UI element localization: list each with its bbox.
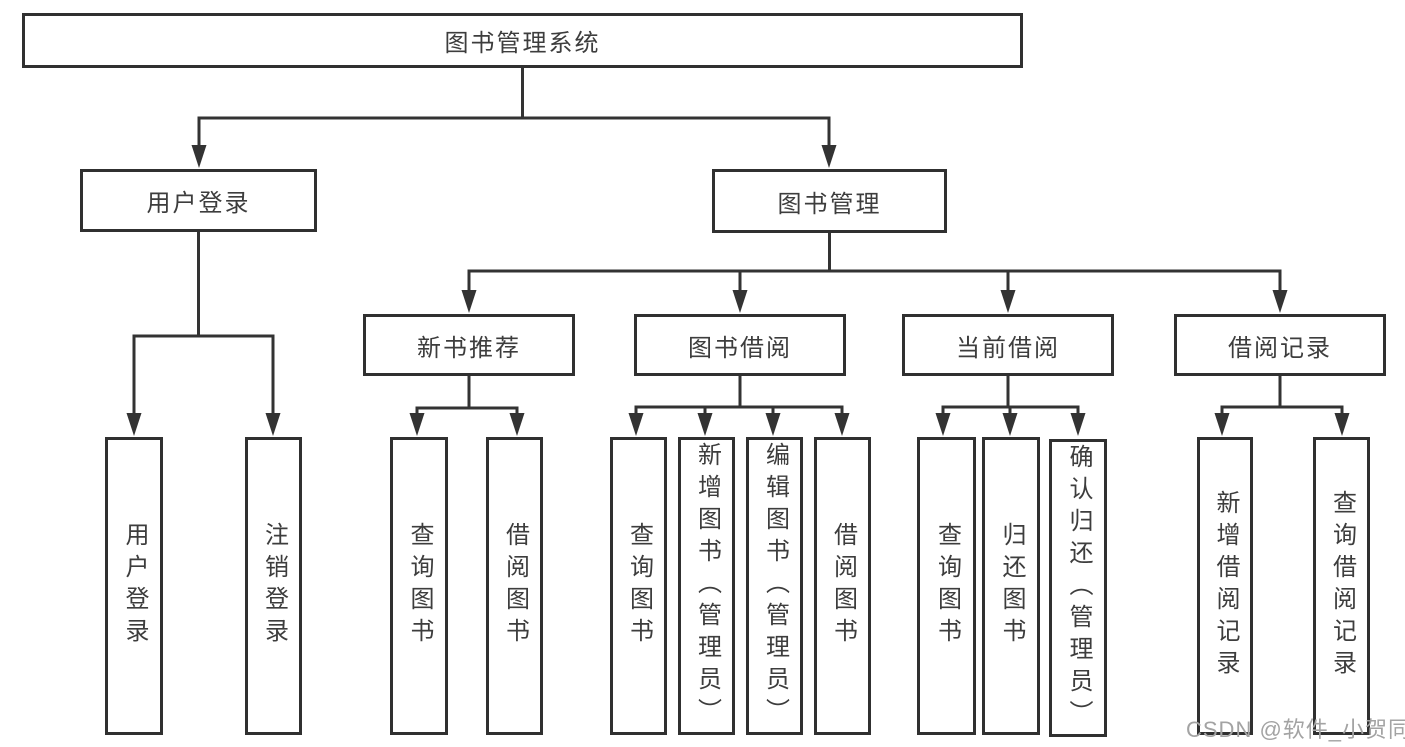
node-book-borrow: 图书借阅 bbox=[634, 314, 846, 376]
leaf-logout: 注销登录 bbox=[245, 437, 302, 735]
leaf-recommend-query-books: 查询图书 bbox=[390, 437, 448, 735]
leaf-records-query-record: 查询借阅记录 bbox=[1313, 437, 1370, 735]
leaf-borrow-edit-books-admin: 编辑图书（管理员） bbox=[746, 437, 803, 735]
leaf-borrow-query-books: 查询图书 bbox=[610, 437, 667, 735]
node-borrow-records: 借阅记录 bbox=[1174, 314, 1386, 376]
leaf-logout-label: 注销登录 bbox=[260, 522, 288, 650]
leaf-borrow-add-books-admin: 新增图书（管理员） bbox=[678, 437, 735, 735]
leaf-recommend-query-books-label: 查询图书 bbox=[406, 522, 433, 650]
leaf-current-confirm-return-admin: 确认归还（管理员） bbox=[1049, 439, 1107, 737]
leaf-current-return-books-label: 归还图书 bbox=[998, 522, 1025, 650]
leaf-borrow-edit-books-admin-label: 编辑图书（管理员） bbox=[761, 442, 789, 730]
leaf-borrow-borrow-books: 借阅图书 bbox=[814, 437, 871, 735]
connector-user-login-to-leaves bbox=[126, 232, 281, 436]
leaf-user-login: 用户登录 bbox=[105, 437, 163, 735]
node-book-management: 图书管理 bbox=[712, 169, 947, 233]
leaf-current-confirm-return-admin-label: 确认归还（管理员） bbox=[1065, 444, 1092, 732]
node-library-system: 图书管理系统 bbox=[22, 13, 1023, 68]
node-current-borrow: 当前借阅 bbox=[902, 314, 1114, 376]
node-new-book-recommend: 新书推荐 bbox=[363, 314, 575, 376]
leaf-recommend-borrow-books-label: 借阅图书 bbox=[501, 522, 529, 650]
leaf-recommend-borrow-books: 借阅图书 bbox=[486, 437, 543, 735]
leaf-records-add-record: 新增借阅记录 bbox=[1197, 437, 1253, 735]
connector-borrow-records-to-leaves bbox=[1214, 376, 1350, 436]
connector-new-book-recommend-to-leaves bbox=[409, 376, 525, 436]
leaf-records-query-record-label: 查询借阅记录 bbox=[1328, 490, 1356, 682]
leaf-current-query-books: 查询图书 bbox=[917, 437, 976, 735]
node-user-login: 用户登录 bbox=[80, 169, 317, 232]
connector-book-management-to-level3 bbox=[461, 233, 1288, 313]
leaf-borrow-query-books-label: 查询图书 bbox=[625, 522, 653, 650]
connector-book-borrow-to-leaves bbox=[628, 376, 850, 436]
connector-root-to-level2 bbox=[191, 68, 837, 168]
leaf-records-add-record-label: 新增借阅记录 bbox=[1212, 490, 1239, 682]
leaf-current-query-books-label: 查询图书 bbox=[933, 522, 961, 650]
leaf-borrow-borrow-books-label: 借阅图书 bbox=[829, 522, 857, 650]
leaf-user-login-label: 用户登录 bbox=[121, 522, 148, 650]
watermark: CSDN @软件_小贺同学 bbox=[1186, 717, 1405, 742]
leaf-borrow-add-books-admin-label: 新增图书（管理员） bbox=[693, 442, 721, 730]
leaf-current-return-books: 归还图书 bbox=[982, 437, 1040, 735]
connector-current-borrow-to-leaves bbox=[935, 376, 1086, 436]
